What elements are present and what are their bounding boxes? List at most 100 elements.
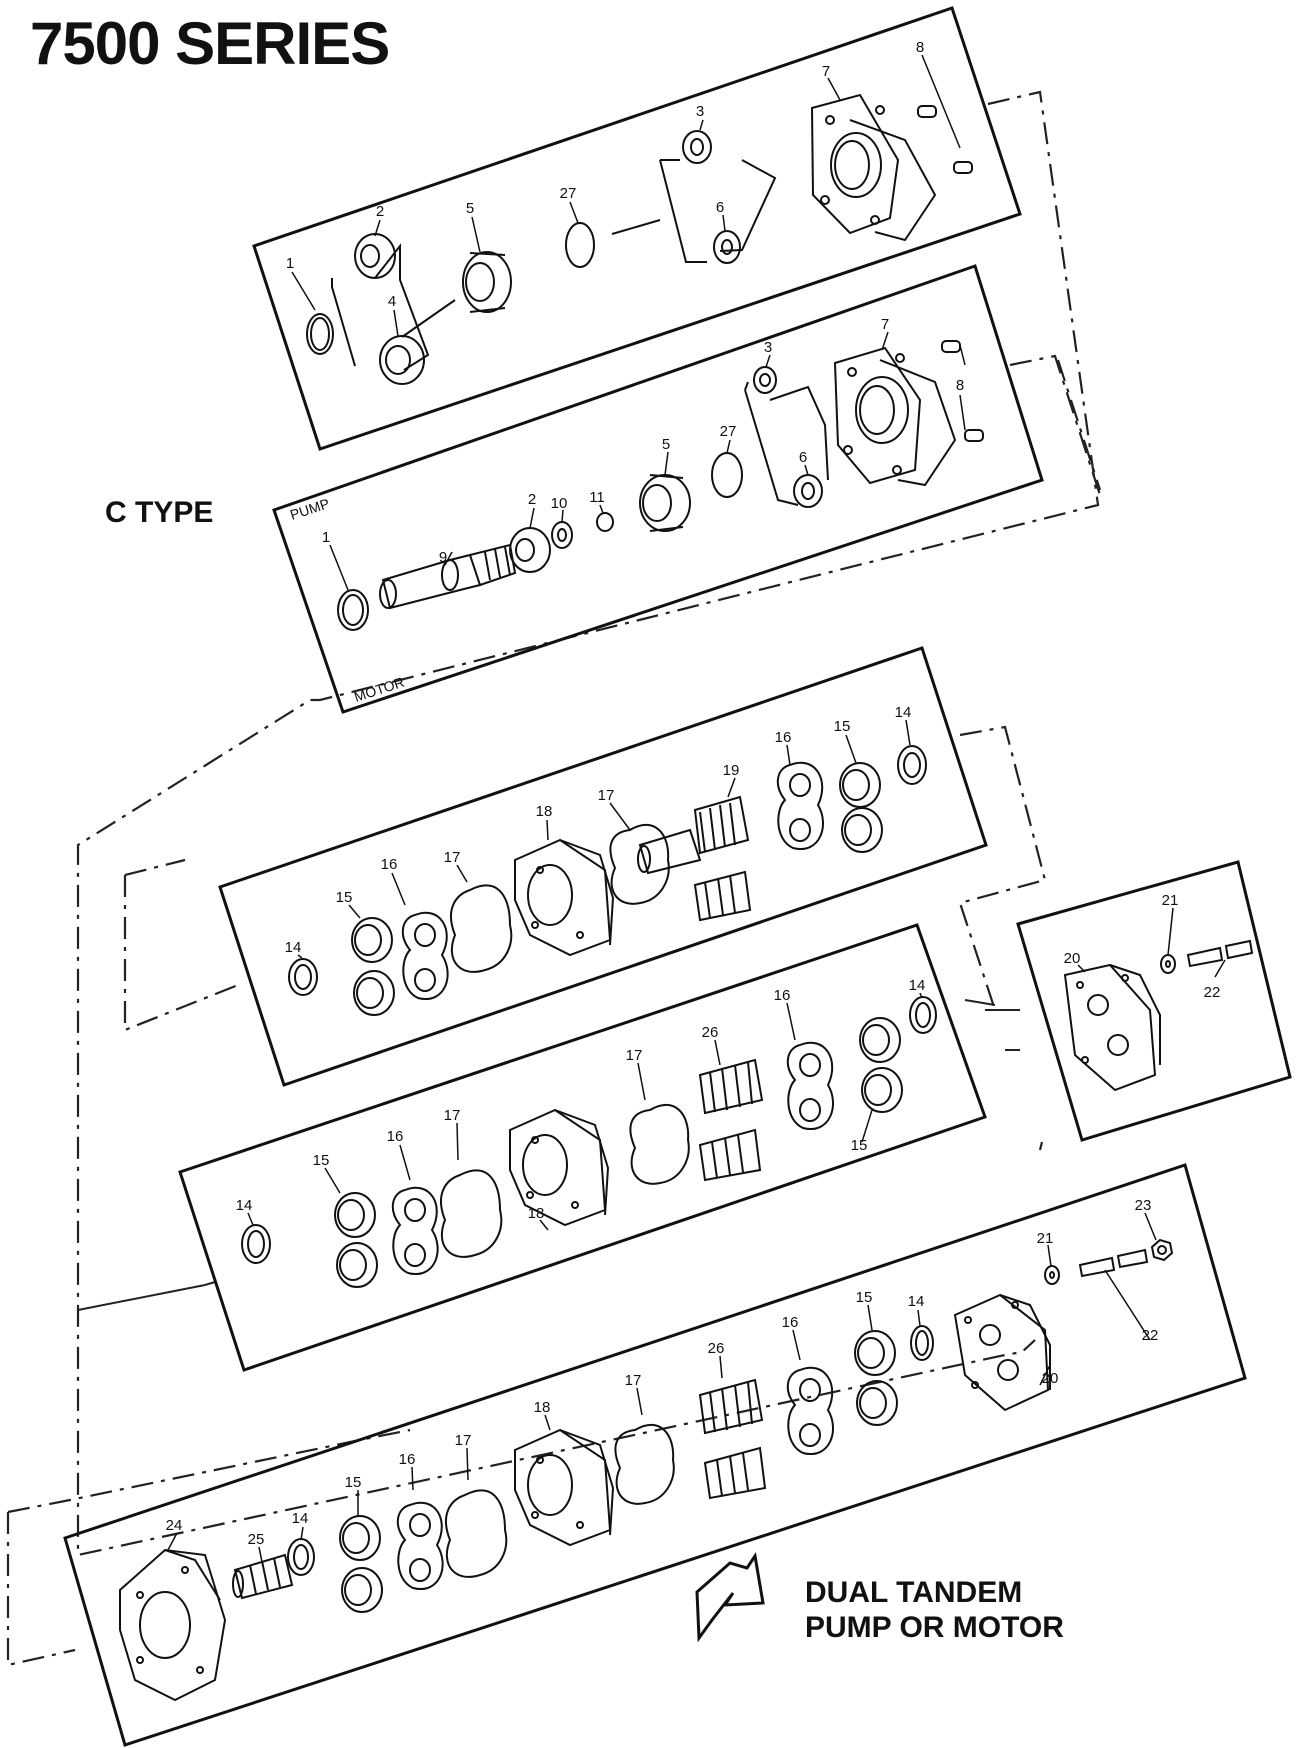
wear-plate-icon bbox=[786, 1041, 834, 1131]
callout-14: 14 bbox=[285, 939, 302, 956]
callout-14: 14 bbox=[895, 704, 912, 721]
page-title: 7500 SERIES bbox=[30, 10, 390, 77]
panel-4-parts bbox=[241, 996, 937, 1288]
gear-housing-icon bbox=[514, 838, 615, 957]
gear-shaft-icon bbox=[637, 795, 752, 922]
callout-3: 3 bbox=[764, 339, 772, 356]
connecting-shaft-icon bbox=[232, 1553, 294, 1600]
needle-bearing-icon bbox=[839, 762, 883, 853]
callout-16: 16 bbox=[399, 1451, 416, 1468]
seal-icon bbox=[551, 521, 573, 549]
panel-connector-lines bbox=[77, 999, 1020, 1311]
seal-icon bbox=[682, 130, 712, 164]
callout-15: 15 bbox=[345, 1474, 362, 1491]
panel-3-parts bbox=[288, 745, 927, 1016]
end-cover-icon bbox=[119, 1548, 227, 1702]
seal-icon bbox=[713, 230, 741, 264]
seal-icon bbox=[287, 1538, 315, 1576]
c-type-label: C TYPE bbox=[105, 496, 214, 529]
callout-20: 20 bbox=[1042, 1370, 1059, 1387]
o-ring-icon bbox=[711, 452, 743, 498]
callout-21: 21 bbox=[1162, 892, 1179, 909]
bolt-icon bbox=[917, 105, 973, 174]
callout-5: 5 bbox=[662, 436, 670, 453]
seal-icon bbox=[288, 958, 318, 996]
retaining-ring-icon bbox=[337, 589, 369, 631]
wear-plate-icon bbox=[786, 1366, 834, 1456]
wear-plate-icon bbox=[391, 1186, 439, 1276]
callout-leaders bbox=[167, 54, 1226, 1563]
bushing-icon bbox=[462, 251, 512, 313]
panel-frame-4 bbox=[178, 923, 987, 1372]
arrow-outline-icon bbox=[695, 1552, 765, 1643]
gasket-icon bbox=[614, 1423, 675, 1505]
caption-line-1: DUAL TANDEM bbox=[805, 1576, 1023, 1609]
callout-11: 11 bbox=[589, 489, 605, 506]
callout-4: 4 bbox=[388, 293, 396, 310]
callout-16: 16 bbox=[774, 987, 791, 1004]
bushing-icon bbox=[639, 474, 691, 532]
callout-17: 17 bbox=[625, 1372, 642, 1389]
stud-icon bbox=[1078, 1248, 1149, 1278]
callout-16: 16 bbox=[775, 729, 792, 746]
panel-5-parts bbox=[1063, 939, 1254, 1092]
seal-icon bbox=[909, 996, 937, 1034]
end-cover-icon bbox=[953, 1293, 1051, 1412]
bushing-icon bbox=[379, 335, 425, 385]
callout-26: 26 bbox=[708, 1340, 725, 1357]
callout-20: 20 bbox=[1064, 950, 1081, 967]
bearing-icon bbox=[509, 527, 551, 573]
needle-bearing-icon bbox=[334, 1192, 378, 1288]
callout-21: 21 bbox=[1037, 1230, 1054, 1247]
end-cover-icon bbox=[1063, 963, 1161, 1092]
callout-17: 17 bbox=[444, 1107, 461, 1124]
needle-bearing-icon bbox=[854, 1330, 898, 1426]
gear-pair-icon bbox=[698, 1058, 764, 1182]
callout-18: 18 bbox=[528, 1205, 545, 1222]
snap-ring-icon bbox=[596, 512, 614, 532]
panel-2-parts bbox=[337, 340, 984, 631]
panel-1-parts bbox=[306, 93, 973, 385]
mounting-flange-icon bbox=[833, 346, 957, 487]
callout-3: 3 bbox=[696, 103, 704, 120]
seal-icon bbox=[897, 745, 927, 785]
callout-15: 15 bbox=[856, 1289, 873, 1306]
panel-6-parts bbox=[119, 1238, 1174, 1702]
callout-14: 14 bbox=[909, 977, 926, 994]
gasket-icon bbox=[629, 1103, 690, 1185]
drive-shaft-icon bbox=[379, 543, 517, 610]
callout-2: 2 bbox=[376, 203, 384, 220]
gear-housing-icon bbox=[514, 1428, 615, 1547]
gasket-icon bbox=[440, 1169, 503, 1258]
gasket-icon bbox=[445, 1489, 508, 1578]
callout-2: 2 bbox=[528, 491, 536, 508]
callout-16: 16 bbox=[381, 856, 398, 873]
retaining-ring-icon bbox=[306, 313, 334, 355]
wear-plate-icon bbox=[776, 761, 824, 851]
washer-icon bbox=[1160, 954, 1176, 974]
stud-icon bbox=[1186, 939, 1254, 968]
callout-14: 14 bbox=[908, 1293, 925, 1310]
callout-27: 27 bbox=[560, 185, 577, 202]
needle-bearing-icon bbox=[339, 1515, 383, 1613]
callout-6: 6 bbox=[799, 449, 807, 466]
callout-23: 23 bbox=[1135, 1197, 1152, 1214]
gear-pair-icon bbox=[698, 1378, 767, 1500]
pump-label: PUMP bbox=[288, 495, 331, 523]
callout-15: 15 bbox=[313, 1152, 330, 1169]
callout-9: 9 bbox=[439, 549, 447, 566]
callout-18: 18 bbox=[534, 1399, 551, 1416]
callout-10: 10 bbox=[551, 495, 568, 512]
callout-26: 26 bbox=[702, 1024, 719, 1041]
callout-7: 7 bbox=[822, 63, 830, 80]
callout-17: 17 bbox=[626, 1047, 643, 1064]
needle-bearing-icon bbox=[351, 917, 395, 1016]
callout-1: 1 bbox=[286, 255, 294, 272]
callout-27: 27 bbox=[720, 423, 737, 440]
seal-icon bbox=[910, 1325, 934, 1361]
washer-icon bbox=[1044, 1265, 1060, 1285]
gasket-icon bbox=[450, 884, 513, 973]
callout-8: 8 bbox=[916, 39, 924, 56]
